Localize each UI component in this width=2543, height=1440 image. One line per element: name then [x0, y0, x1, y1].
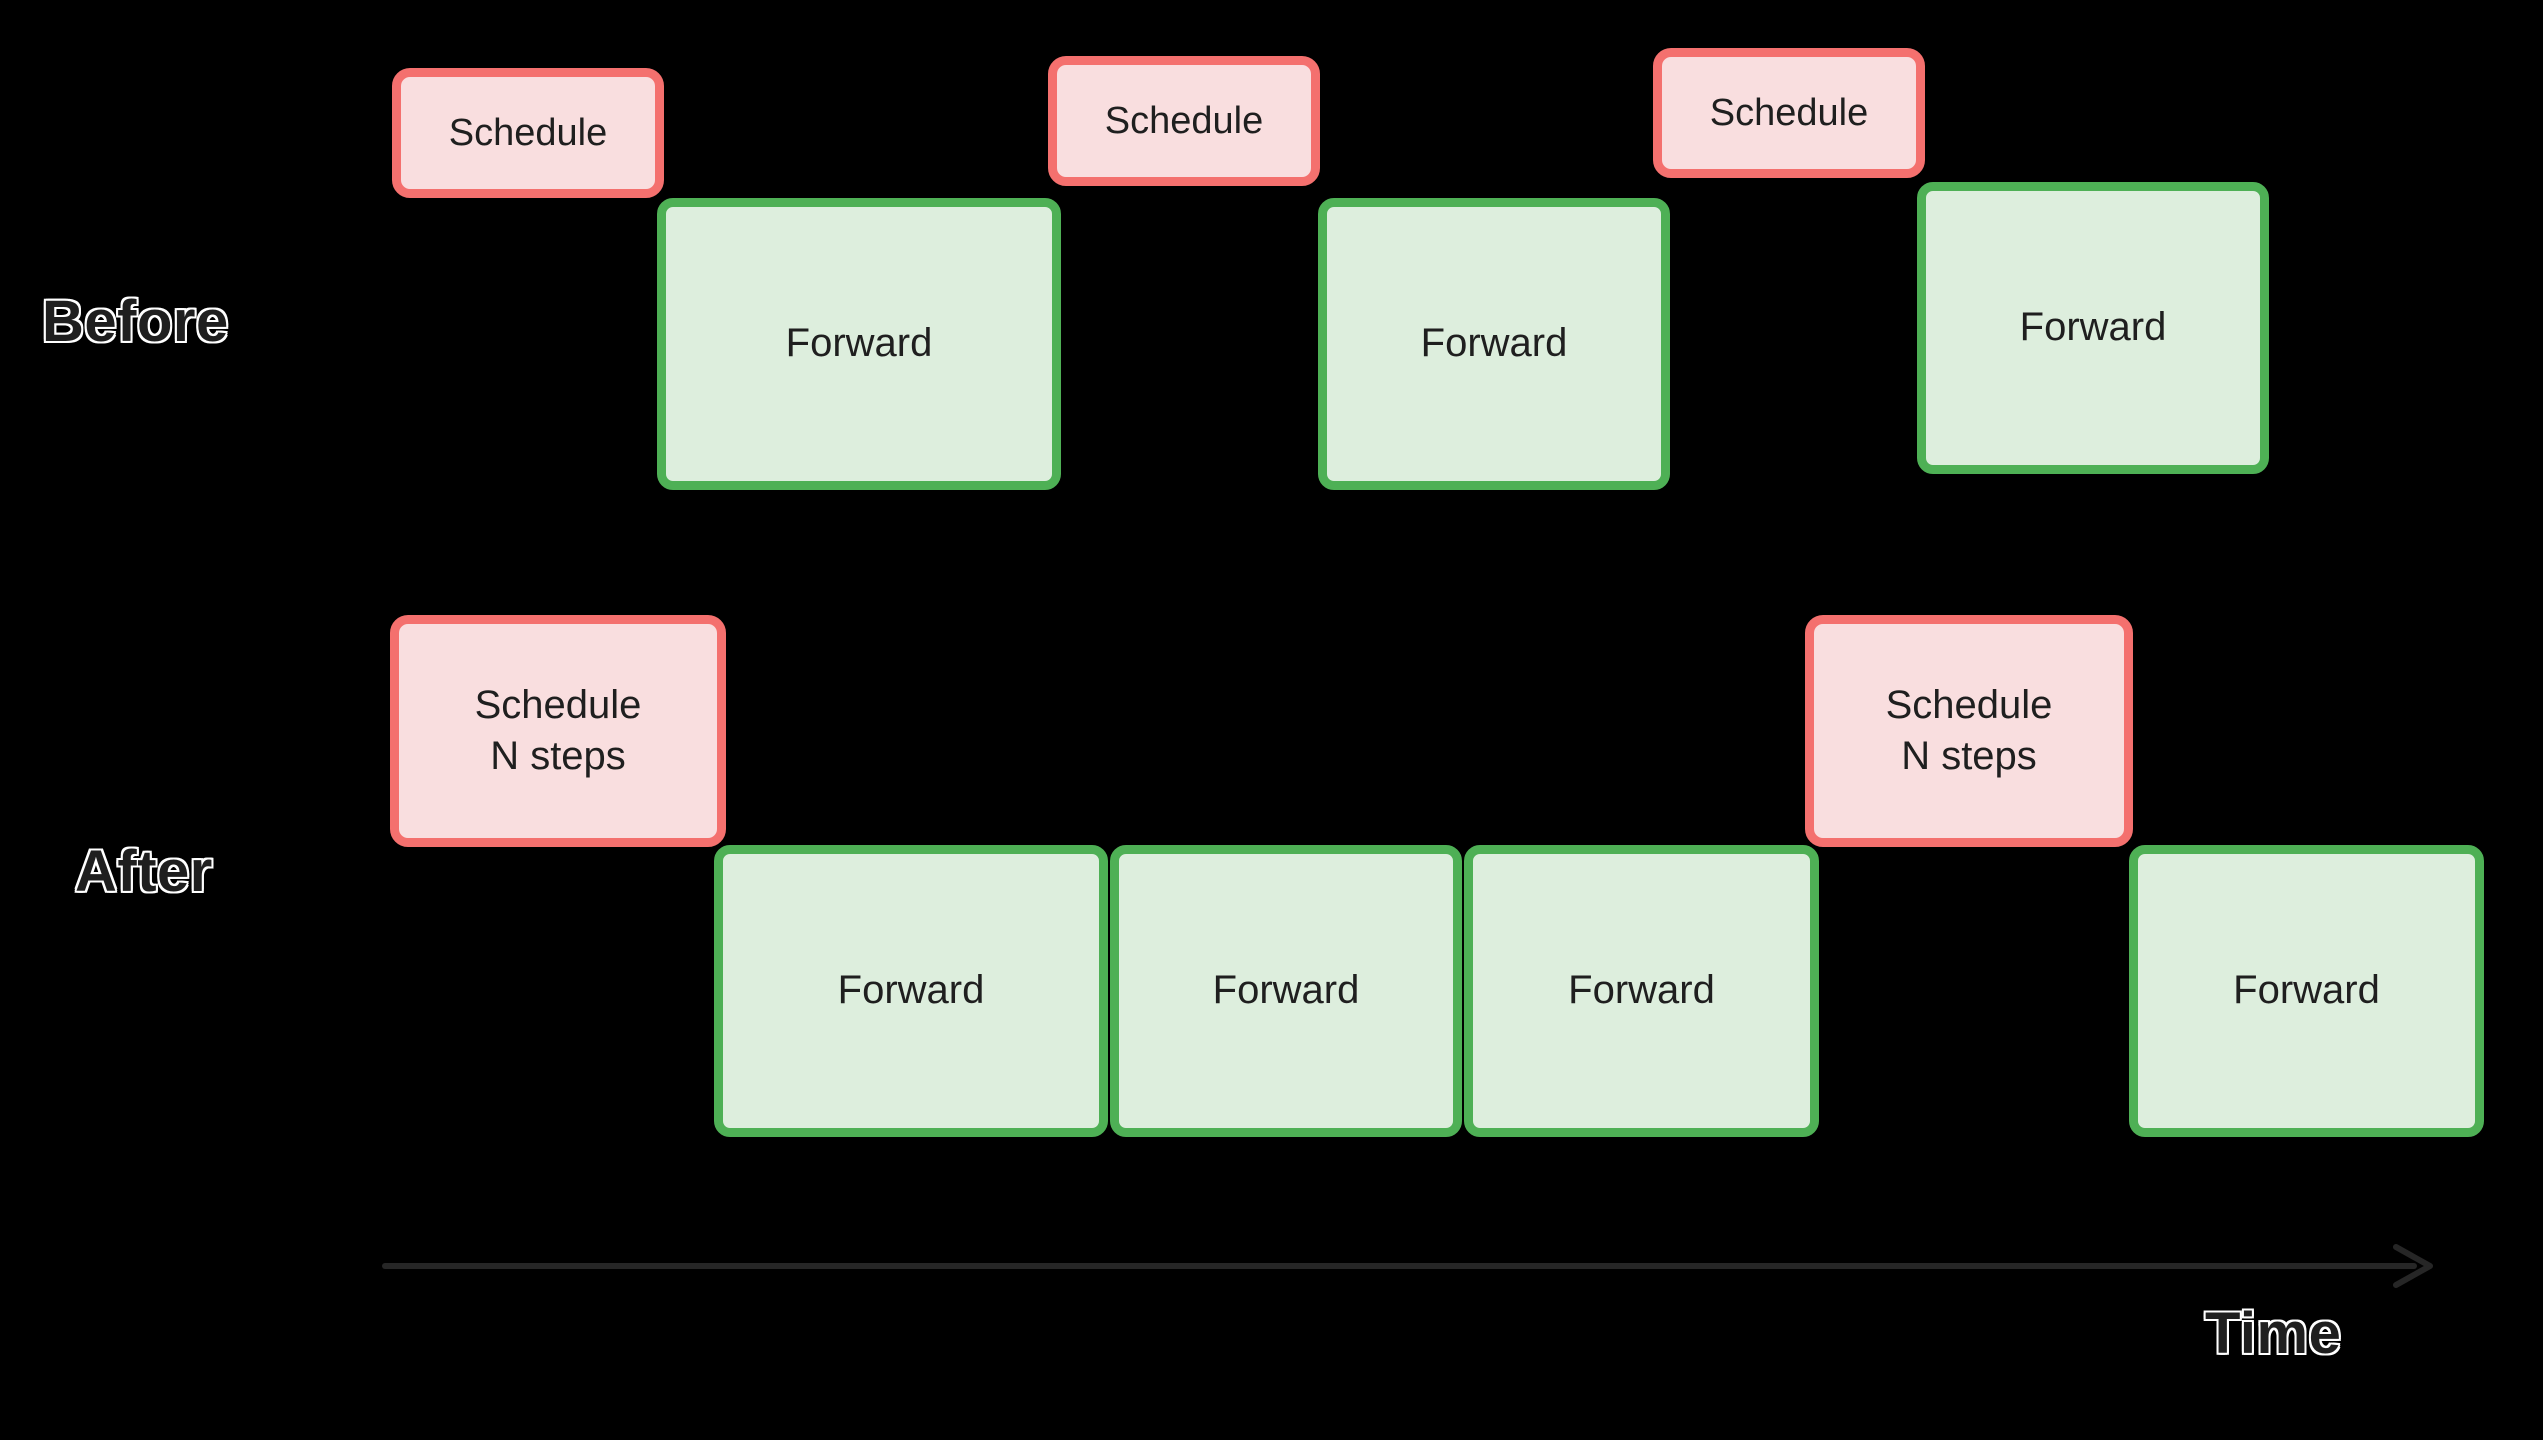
forward-block: Forward: [657, 198, 1061, 490]
schedule-block-label: Schedule: [448, 111, 608, 154]
schedule-n-steps-block: Schedule N steps: [1805, 615, 2133, 847]
time-axis-label: Time: [2204, 1300, 2342, 1368]
forward-block: Forward: [1464, 845, 1819, 1137]
forward-block-label: Forward: [2019, 305, 2167, 350]
schedule-block: Schedule: [1048, 56, 1320, 186]
schedule-block: Schedule: [1653, 48, 1925, 178]
forward-block: Forward: [1917, 182, 2269, 474]
forward-block-label: Forward: [1420, 321, 1568, 366]
row-label-after: After: [74, 838, 214, 906]
forward-block-label: Forward: [1568, 968, 1715, 1013]
schedule-n-steps-block: Schedule N steps: [390, 615, 726, 847]
schedule-block-label: Schedule: [1104, 99, 1264, 142]
schedule-block: Schedule: [392, 68, 664, 198]
forward-block: Forward: [1318, 198, 1670, 490]
forward-block-label: Forward: [2233, 968, 2380, 1013]
time-axis-arrow: [382, 1244, 2433, 1288]
forward-block-label: Forward: [837, 968, 985, 1013]
forward-block: Forward: [714, 845, 1108, 1137]
row-label-before: Before: [41, 288, 230, 356]
forward-block: Forward: [1110, 845, 1462, 1137]
schedule-n-steps-label: Schedule N steps: [474, 682, 642, 778]
forward-block-label: Forward: [1212, 968, 1360, 1013]
schedule-block-label: Schedule: [1709, 91, 1869, 134]
forward-block: Forward: [2129, 845, 2484, 1137]
forward-block-label: Forward: [785, 321, 933, 366]
schedule-n-steps-label: Schedule N steps: [1885, 682, 2053, 778]
